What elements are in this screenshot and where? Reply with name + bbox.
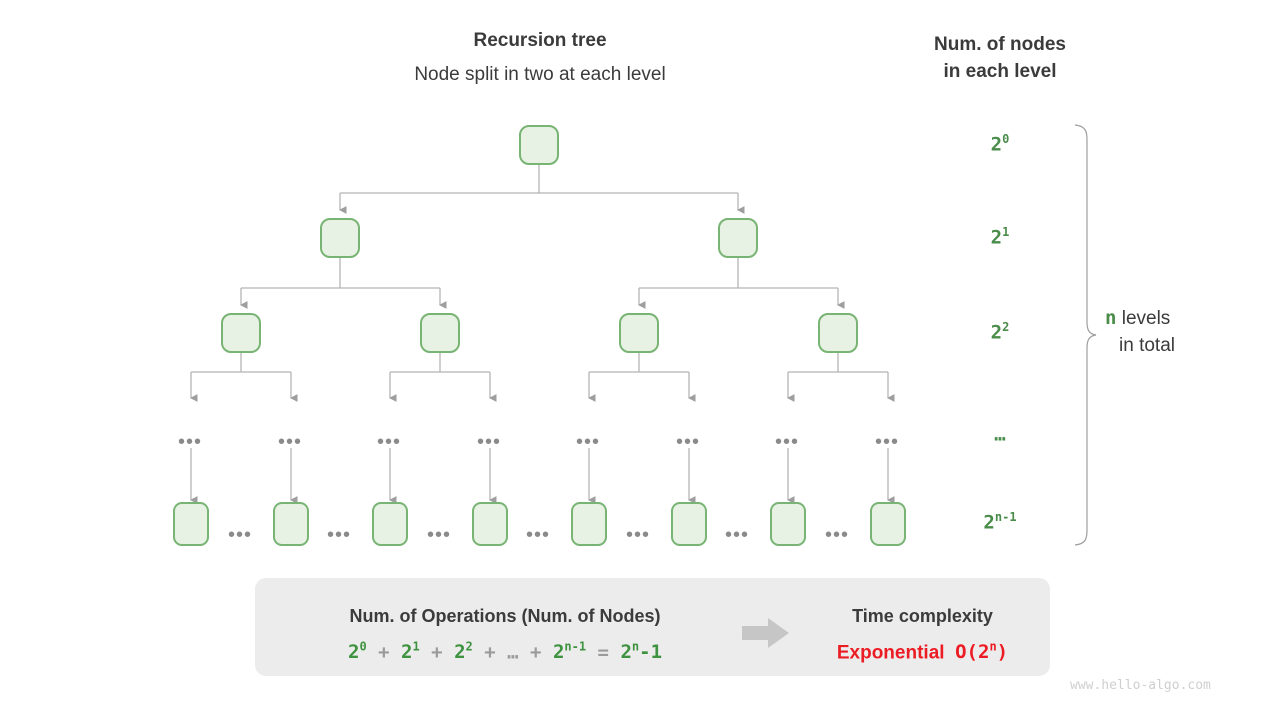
level-count-0: 20 [960,132,1040,155]
level-count-1: 21 [960,225,1040,248]
formula-term-1: 21 [401,640,420,664]
between-node-ellipsis: ••• [725,524,750,546]
operations-formula: 20 + 21 + 22 + … + 2n-1 = 2n-1 [275,640,735,663]
level-count-3: … [960,422,1040,445]
tree-node [173,502,209,546]
tree-node [273,502,309,546]
right-block-arrow-icon [742,618,789,648]
level-count-exponent: 0 [1002,132,1010,146]
between-node-ellipsis: ••• [228,524,253,546]
tree-node [221,313,261,353]
formula-equals: = [597,641,609,664]
level-count-base: 2 [990,226,1003,249]
levels-variable: n [1105,307,1117,329]
level-count-base: 2 [983,511,995,534]
level-count-4: 2n-1 [960,510,1040,533]
between-node-ellipsis: ••• [327,524,352,546]
between-node-ellipsis: ••• [825,524,850,546]
levels-brace [1074,124,1097,546]
level-ellipsis: ••• [377,431,402,453]
operations-heading: Num. of Operations (Num. of Nodes) [349,606,661,626]
between-node-ellipsis: ••• [626,524,651,546]
tree-node [372,502,408,546]
formula-plus: + [431,641,443,664]
level-count-exponent: 2 [1002,320,1010,334]
levels-total-word: in total [1119,335,1175,356]
formula-plus: + [484,641,496,664]
level-ellipsis: ••• [676,431,701,453]
formula-plus: + [378,641,390,664]
level-count-exponent: n-1 [994,510,1017,524]
tree-node [818,313,858,353]
total-levels-label: n levels in total [1105,305,1275,359]
page-title: Recursion tree [473,30,607,51]
big-o-notation: O(2n) [955,640,1009,664]
level-ellipsis: ••• [875,431,900,453]
formula-term-0: 20 [347,640,367,664]
level-ellipsis: ••• [775,431,800,453]
levels-word: levels [1121,308,1171,329]
watermark: www.hello-algo.com [1070,678,1211,693]
formula-term-2: 22 [454,640,473,664]
time-complexity-value: Exponential O(2n) [800,640,1045,664]
node-count-heading-line1: Num. of nodes [934,34,1066,55]
tree-node [671,502,707,546]
complexity-word: Exponential [836,642,945,664]
level-ellipsis: ••• [477,431,502,453]
tree-node [420,313,460,353]
level-ellipsis: ••• [278,431,303,453]
formula-term-4: 2n-1 [552,640,587,664]
level-count-exponent: 1 [1002,225,1010,239]
summary-panel [255,578,1050,676]
tree-node [619,313,659,353]
tree-node [718,218,758,258]
formula-result: 2n-1 [620,640,663,664]
level-ellipsis: ••• [576,431,601,453]
level-count-base: 2 [990,321,1003,344]
between-node-ellipsis: ••• [427,524,452,546]
tree-node [770,502,806,546]
tree-node [472,502,508,546]
page-subtitle: Node split in two at each level [414,64,666,85]
level-count-base: … [994,423,1006,446]
level-count-2: 22 [960,320,1040,343]
formula-plus: + [530,641,542,664]
node-count-heading-line2: in each level [943,61,1057,82]
formula-ellipsis: … [507,641,519,664]
time-complexity-heading: Time complexity [852,606,993,626]
level-ellipsis: ••• [178,431,203,453]
tree-node [870,502,906,546]
level-count-base: 2 [990,133,1003,156]
between-node-ellipsis: ••• [526,524,551,546]
tree-node [519,125,559,165]
tree-node [571,502,607,546]
tree-node [320,218,360,258]
